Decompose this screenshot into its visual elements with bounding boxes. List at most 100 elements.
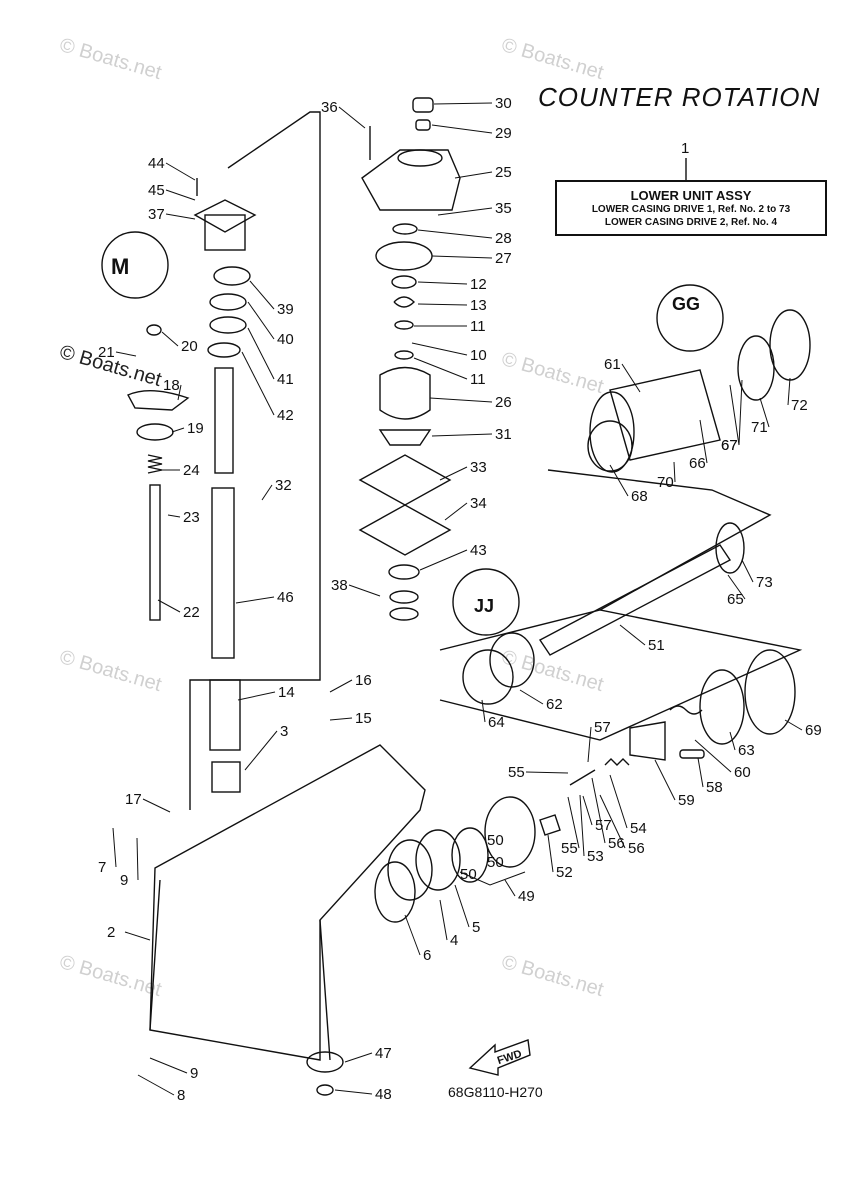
leader-line xyxy=(329,717,353,721)
part-number-label: 57 xyxy=(594,719,611,736)
leader-line xyxy=(237,691,276,701)
bearing-race xyxy=(415,829,461,891)
leader-line xyxy=(142,798,171,813)
detail-mark: M xyxy=(111,254,129,279)
part-number-label: 73 xyxy=(756,574,773,591)
leader-line xyxy=(784,719,803,731)
dog-clutch xyxy=(629,721,666,761)
part-number-label: 42 xyxy=(277,407,294,424)
group-bracket-line xyxy=(439,609,803,741)
part-number-label: 41 xyxy=(277,371,294,388)
leader-line xyxy=(249,280,275,310)
part-number-label: 4 xyxy=(450,932,458,949)
assembly-title: LOWER UNIT ASSY xyxy=(630,188,752,203)
part-number-label: 48 xyxy=(375,1086,392,1103)
assembly-ref-number: 1 xyxy=(681,140,689,157)
leader-line xyxy=(599,794,626,849)
part-number-label: 44 xyxy=(148,155,165,172)
leader-line xyxy=(112,827,117,868)
part-number-label: 23 xyxy=(183,509,200,526)
leader-line xyxy=(609,464,629,497)
detail-circle xyxy=(656,284,724,352)
leader-line xyxy=(567,796,580,849)
part-number-label: 30 xyxy=(495,95,512,112)
shim xyxy=(744,649,796,735)
leader-line xyxy=(334,1089,373,1095)
diagram-title: COUNTER ROTATION xyxy=(538,82,821,112)
part-number-label: 39 xyxy=(277,301,294,318)
leader-line xyxy=(241,351,275,416)
part-number-label: 67 xyxy=(721,437,738,454)
o-ring-large xyxy=(375,241,433,271)
detail-mark: GG xyxy=(672,294,700,314)
part-number-label: 13 xyxy=(470,297,487,314)
lower-casing-skeg xyxy=(149,879,331,1061)
part-number-label: 43 xyxy=(470,542,487,559)
part-number-label: 47 xyxy=(375,1045,392,1062)
shift-pin xyxy=(569,769,596,786)
o-ring xyxy=(136,423,174,441)
pump-housing xyxy=(361,149,461,211)
leader-line xyxy=(609,774,628,829)
seal-housing xyxy=(388,564,420,580)
part-number-label: 54 xyxy=(630,820,647,837)
part-number-label: 2 xyxy=(107,924,115,941)
part-number-label: 9 xyxy=(120,872,128,889)
part-number-label: 21 xyxy=(98,344,115,361)
bearing-carrier xyxy=(609,369,721,461)
part-number-label: 9 xyxy=(190,1065,198,1082)
part-number-label: 63 xyxy=(738,742,755,759)
part-number-label: 38 xyxy=(331,577,348,594)
part-number-label: 72 xyxy=(791,397,808,414)
leader-line xyxy=(124,931,151,941)
part-number-label: 8 xyxy=(177,1087,185,1104)
leader-line xyxy=(157,599,181,613)
leader-line xyxy=(404,914,421,956)
impeller-housing xyxy=(379,366,431,420)
part-number-label: 12 xyxy=(470,276,487,293)
leader-line xyxy=(115,351,137,357)
part-number-label: 50 xyxy=(460,866,477,883)
part-number-label: 61 xyxy=(604,356,621,373)
leader-line xyxy=(247,301,275,340)
group-bracket-line xyxy=(547,469,772,611)
part-number-label: 11 xyxy=(470,318,486,335)
shift-rod xyxy=(149,484,161,621)
part-number-label: 55 xyxy=(561,840,578,857)
part-number-label: 60 xyxy=(734,764,751,781)
leader-line xyxy=(587,726,592,763)
part-number-label: 70 xyxy=(657,474,674,491)
part-number-label: 56 xyxy=(628,840,645,857)
part-label-group: 2345678991011111213141516171819202122232… xyxy=(98,95,822,1104)
part-number-label: 46 xyxy=(277,589,294,606)
leader-line xyxy=(429,397,493,403)
part-number-label: 3 xyxy=(280,723,288,740)
leader-line xyxy=(579,794,585,857)
o-ring xyxy=(587,420,633,472)
part-number-label: 27 xyxy=(495,250,512,267)
part-number-label: 64 xyxy=(488,714,505,731)
leader-line xyxy=(454,171,493,179)
part-number-label: 57 xyxy=(595,817,612,834)
part-number-label: 71 xyxy=(751,419,768,436)
leader-line xyxy=(699,419,708,464)
bearing-housing-body xyxy=(204,214,246,251)
bearing xyxy=(489,632,535,688)
sleeve xyxy=(209,679,241,751)
leader-line xyxy=(417,303,468,306)
part-number-label: 26 xyxy=(495,394,512,411)
part-number-label: 34 xyxy=(470,495,487,512)
drive-shaft-lower xyxy=(211,487,235,659)
leader-line xyxy=(329,679,353,693)
cross-pin xyxy=(679,749,705,759)
pump-sleeve xyxy=(415,119,431,131)
leader-line xyxy=(413,357,468,380)
part-number-label: 28 xyxy=(495,230,512,247)
leader-line xyxy=(419,549,468,571)
leader-line xyxy=(261,484,273,501)
part-number-label: 15 xyxy=(355,710,372,727)
shift-rod-bracket xyxy=(127,390,190,411)
part-number-label: 31 xyxy=(495,426,512,443)
